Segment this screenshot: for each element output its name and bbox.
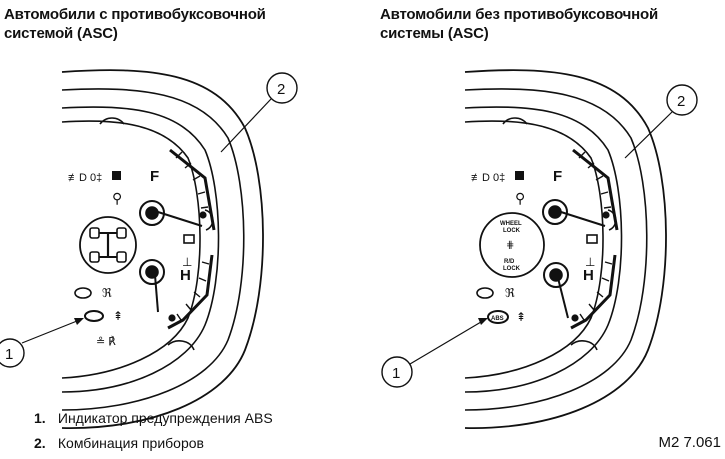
fog-light-icon: ≢D <box>68 172 87 184</box>
heading-right: Автомобили без противобуксовочной систем… <box>380 5 725 43</box>
callout-2-right <box>666 84 698 116</box>
left-cluster: ≢D 0‡ ⚲ ⊥ ℜ ⇞ ≗ ℟ F H 2 1 <box>0 69 298 429</box>
fuel-icon <box>112 171 121 180</box>
fog-light-icon-right: ≢D <box>471 172 490 184</box>
callout-2-right-label: 2 <box>677 93 685 110</box>
airbag-icon: ℜ <box>102 286 112 300</box>
temp-hot-letter-left: H <box>180 267 191 284</box>
brake-icon-right <box>476 287 494 299</box>
abs-warning-icon-right <box>487 310 509 324</box>
rd-lock-label-1: R/D <box>504 259 515 265</box>
airbag-icon-right: ℜ <box>505 286 515 300</box>
callout-1-right-label: 1 <box>392 365 400 382</box>
fuel-full-letter-right: F <box>553 168 562 185</box>
washer-icon <box>183 234 195 244</box>
fuel-icon-right <box>515 171 524 180</box>
rear-fog-icon: 0‡ <box>90 172 102 184</box>
seatbelt-icon: ⚲ <box>112 190 122 206</box>
callout-1-left <box>0 338 25 368</box>
rear-fog-icon-right: 0‡ <box>493 172 505 184</box>
right-cluster: WHEEL LOCK ⋕ R/D LOCK ≢D 0‡ ⚲ ⊥ ℜ ABS ⇞ … <box>381 69 698 429</box>
heading-right-line-2: системы (ASC) <box>380 25 489 42</box>
coolant-icon-right: ⊥ <box>585 255 595 269</box>
callout-1-right <box>381 356 413 388</box>
abs-label-right: ABS <box>491 316 504 322</box>
legend-item-2: 2. Комбинация приборов <box>34 434 204 452</box>
stability-icon: ⇞ <box>113 309 123 323</box>
temp-hot-letter-right: H <box>583 267 594 284</box>
abs-warning-icon-left <box>84 310 104 322</box>
legend-item-1-text: Индикатор предупреждения ABS <box>57 410 273 426</box>
legend-item-1: 1. Индикатор предупреждения ABS <box>34 409 273 427</box>
fuel-full-letter-left: F <box>150 168 159 185</box>
legend-item-2-text: Комбинация приборов <box>57 435 204 451</box>
seatbelt-icon-right: ⚲ <box>515 190 525 206</box>
callout-1-left-label: 1 <box>5 346 13 363</box>
stability-icon-right: ⇞ <box>516 310 526 324</box>
rd-lock-label-2: LOCK <box>503 266 521 272</box>
brake-icon <box>74 287 92 299</box>
washer-icon-right <box>586 234 598 244</box>
callout-2-left <box>266 72 298 104</box>
legend-item-2-number: 2. <box>34 435 46 451</box>
heading-left: Автомобили с противобуксовочной системой… <box>4 5 344 43</box>
figure-code: M2 7.061 <box>658 434 721 451</box>
heading-left-line-1: Автомобили с противобуксовочной <box>4 6 266 23</box>
legend-item-1-number: 1. <box>34 410 46 426</box>
callout-2-left-label: 2 <box>277 81 285 98</box>
heading-right-line-1: Автомобили без противобуксовочной <box>380 6 659 23</box>
heading-left-line-2: системой (ASC) <box>4 25 118 42</box>
coolant-icon: ⊥ <box>182 255 192 269</box>
diff-lock-icon: ⋕ <box>506 240 514 251</box>
wheel-lock-label-1: WHEEL <box>500 221 522 227</box>
tyre-icon: ≗ ℟ <box>96 335 116 348</box>
wheel-lock-label-2: LOCK <box>503 228 521 234</box>
